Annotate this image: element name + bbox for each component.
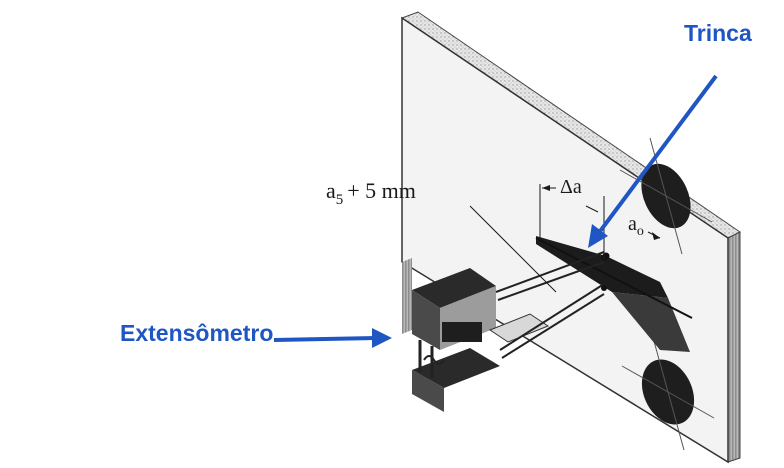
extensometer-label: Extensômetro bbox=[120, 320, 274, 346]
crack-arrow-icon bbox=[588, 74, 718, 248]
notch-and-crack bbox=[535, 236, 693, 352]
a0-label: ao bbox=[628, 213, 644, 239]
delta-a-label: Δa bbox=[560, 176, 582, 198]
crack-line bbox=[535, 237, 693, 319]
extensometer-arrow-icon bbox=[273, 328, 392, 348]
loading-holes bbox=[619, 137, 715, 451]
extensometer-clip bbox=[412, 251, 607, 412]
crack-label: Trinca bbox=[684, 20, 752, 46]
a5-label: a5+ 5 mm bbox=[326, 178, 416, 208]
